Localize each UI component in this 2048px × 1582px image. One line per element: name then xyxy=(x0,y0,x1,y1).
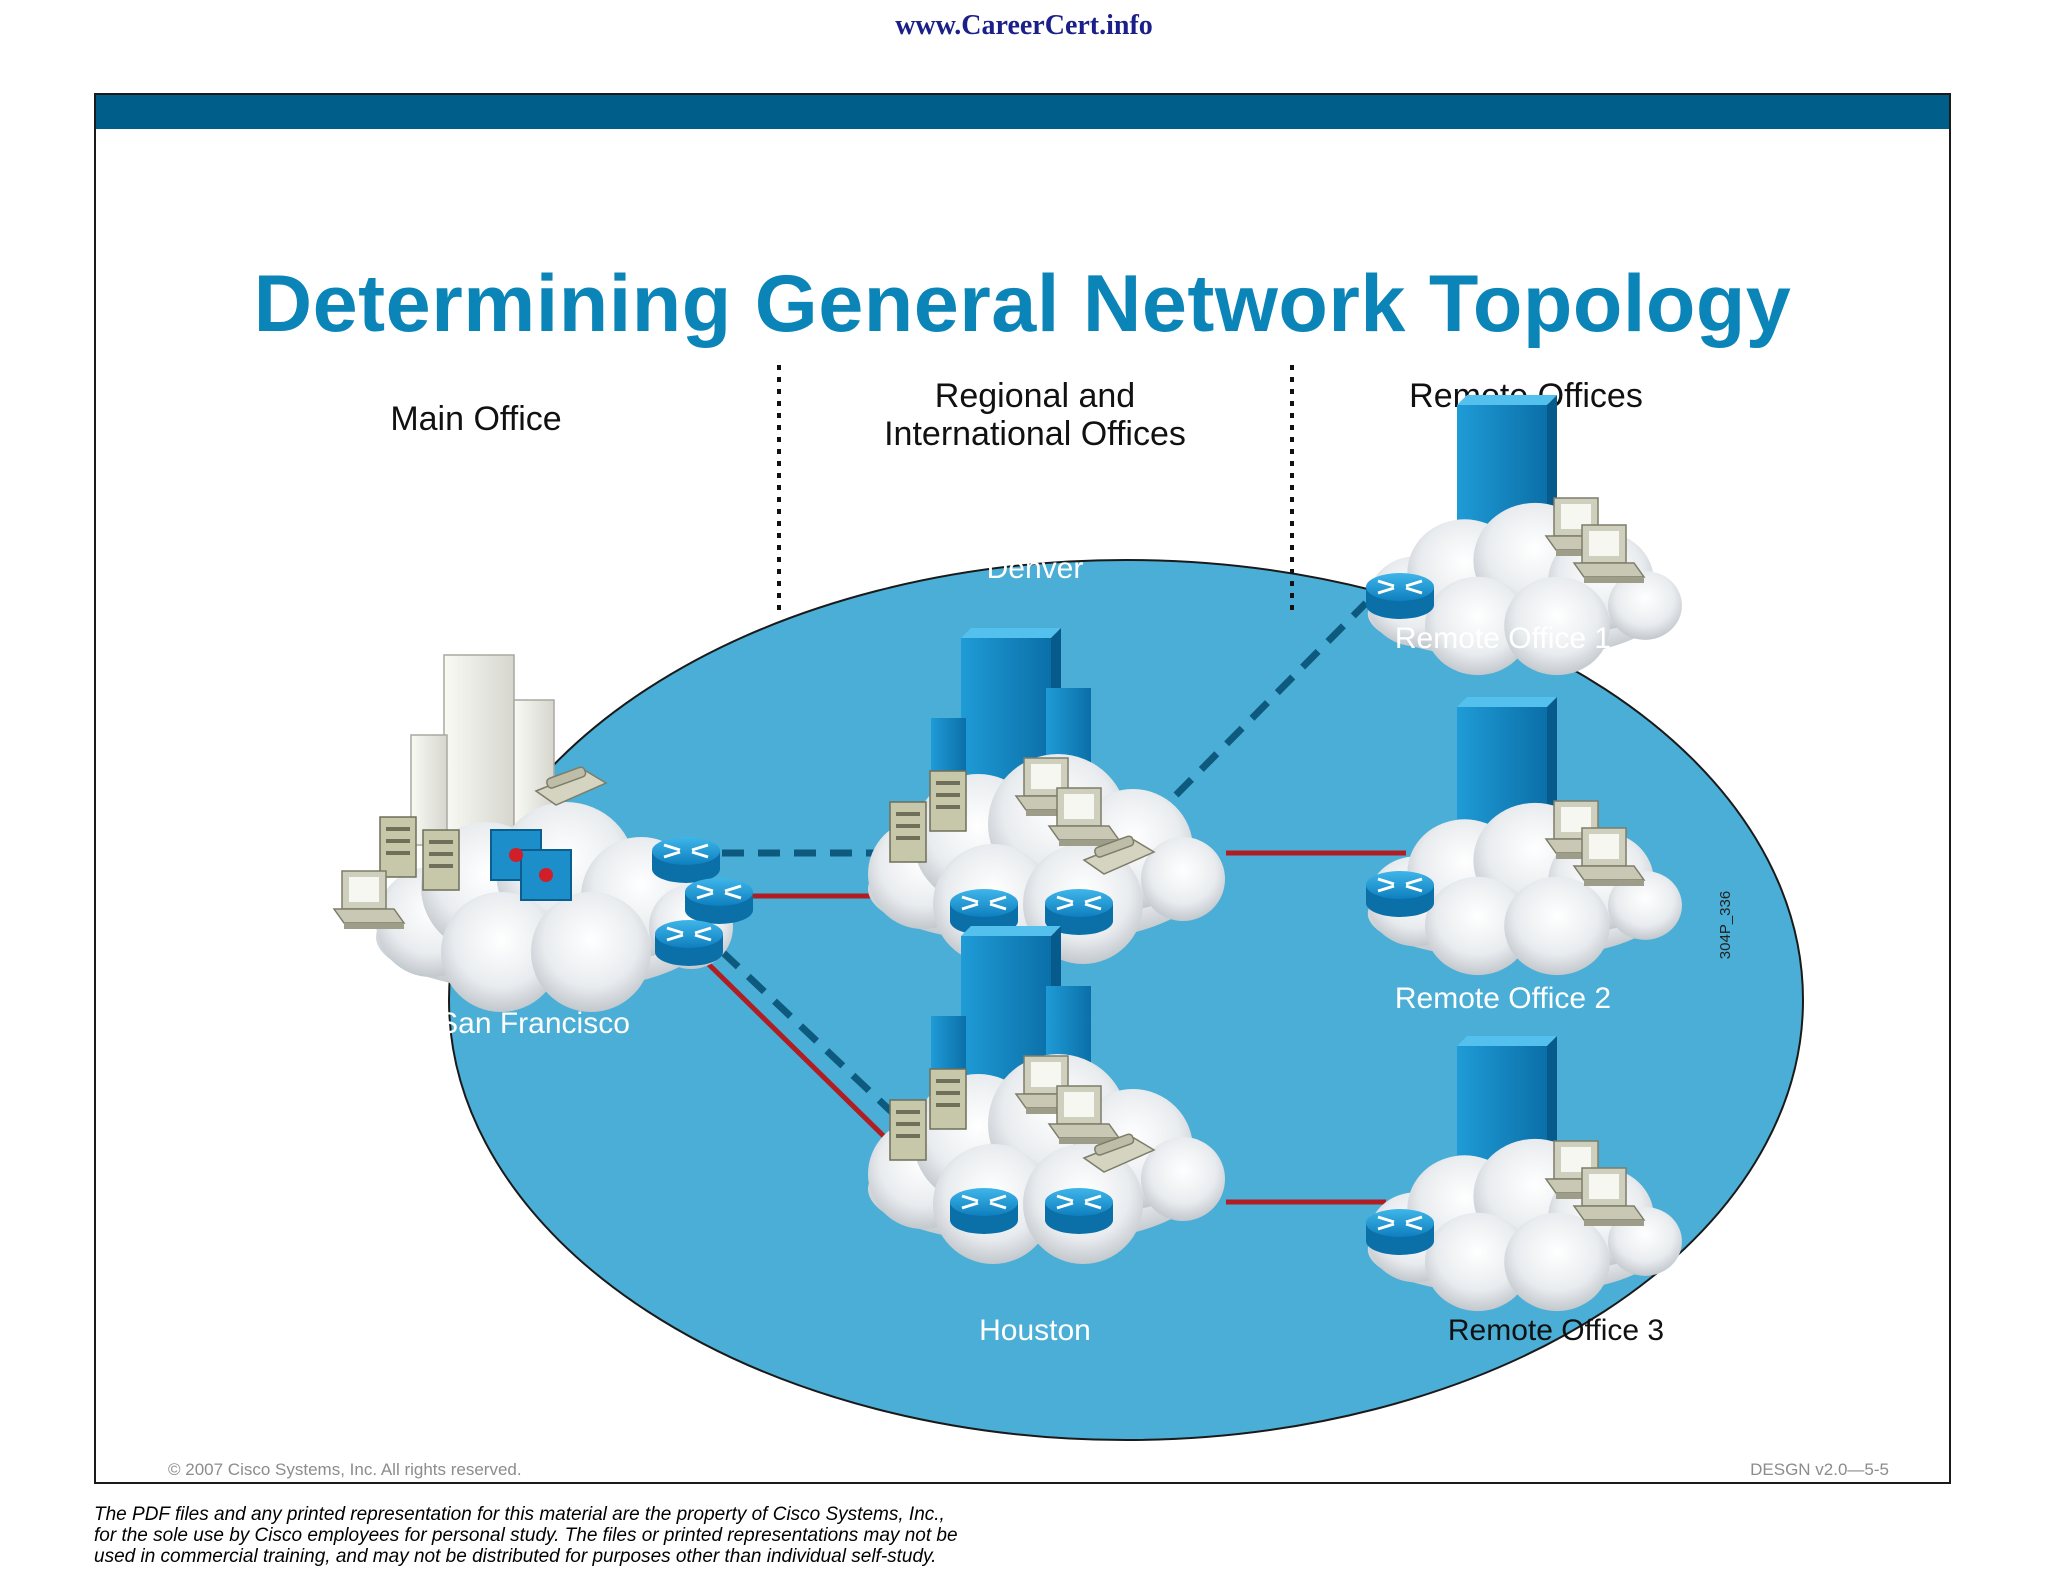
site-label-houston: Houston xyxy=(979,1314,1091,1347)
router-icon xyxy=(683,876,755,926)
site-label-denver: Denver xyxy=(987,552,1084,585)
disclaimer: The PDF files and any printed representa… xyxy=(94,1504,1194,1567)
link-sf-houston-dashed xyxy=(693,924,919,1138)
server-icon xyxy=(379,816,417,878)
network-topology-diagram: Main Office Regional and International O… xyxy=(333,365,1804,1441)
server-icon xyxy=(929,1068,967,1130)
server-icon xyxy=(889,801,927,863)
slide-title: Determining General Network Topology xyxy=(253,259,1792,349)
disclaimer-line: used in commercial training, and may not… xyxy=(94,1546,937,1567)
slide-course-code: DESGN v2.0—5-5 xyxy=(1750,1460,1889,1479)
router-icon xyxy=(650,835,722,885)
site-label-san-francisco: San Francisco xyxy=(438,1007,630,1040)
link-sf-houston-solid xyxy=(684,940,908,1160)
site-label-remote-office-2: Remote Office 2 xyxy=(1395,982,1611,1015)
server-icon xyxy=(889,1099,927,1161)
router-icon xyxy=(1043,1186,1115,1236)
router-icon xyxy=(1364,1207,1436,1257)
slide-frame: Determining General Network Topology xyxy=(94,93,1951,1484)
site-remote-office-1: Remote Office 1 xyxy=(1364,395,1682,676)
site-remote-office-3: Remote Office 3 xyxy=(1364,1036,1682,1347)
router-icon xyxy=(1364,571,1436,621)
server-icon xyxy=(422,829,460,891)
site-label-remote-office-1: Remote Office 1 xyxy=(1395,622,1611,655)
router-icon xyxy=(653,918,725,968)
site-denver: Denver xyxy=(868,552,1225,964)
multilayer-switch-icon xyxy=(490,829,572,901)
site-remote-office-2: Remote Office 2 xyxy=(1364,697,1682,1015)
region-label-main: Main Office xyxy=(390,400,561,438)
figure-id: 304P_336 xyxy=(1717,891,1734,959)
router-icon xyxy=(948,1186,1020,1236)
site-label-remote-office-3: Remote Office 3 xyxy=(1448,1314,1664,1347)
site-houston: Houston xyxy=(868,926,1225,1347)
site-url[interactable]: www.CareerCert.info xyxy=(895,10,1153,41)
site-san-francisco: San Francisco xyxy=(333,654,755,1040)
disclaimer-line: for the sole use by Cisco employees for … xyxy=(94,1525,958,1546)
region-label-regional-line1: Regional and xyxy=(935,377,1135,415)
region-label-regional-line2: International Offices xyxy=(884,415,1186,453)
router-icon xyxy=(1364,869,1436,919)
disclaimer-line: The PDF files and any printed representa… xyxy=(94,1504,945,1525)
slide-copyright: © 2007 Cisco Systems, Inc. All rights re… xyxy=(168,1460,522,1479)
server-icon xyxy=(929,770,967,832)
link-denver-remote1-dashed xyxy=(1173,600,1369,798)
slide-header-bar xyxy=(96,95,1949,129)
